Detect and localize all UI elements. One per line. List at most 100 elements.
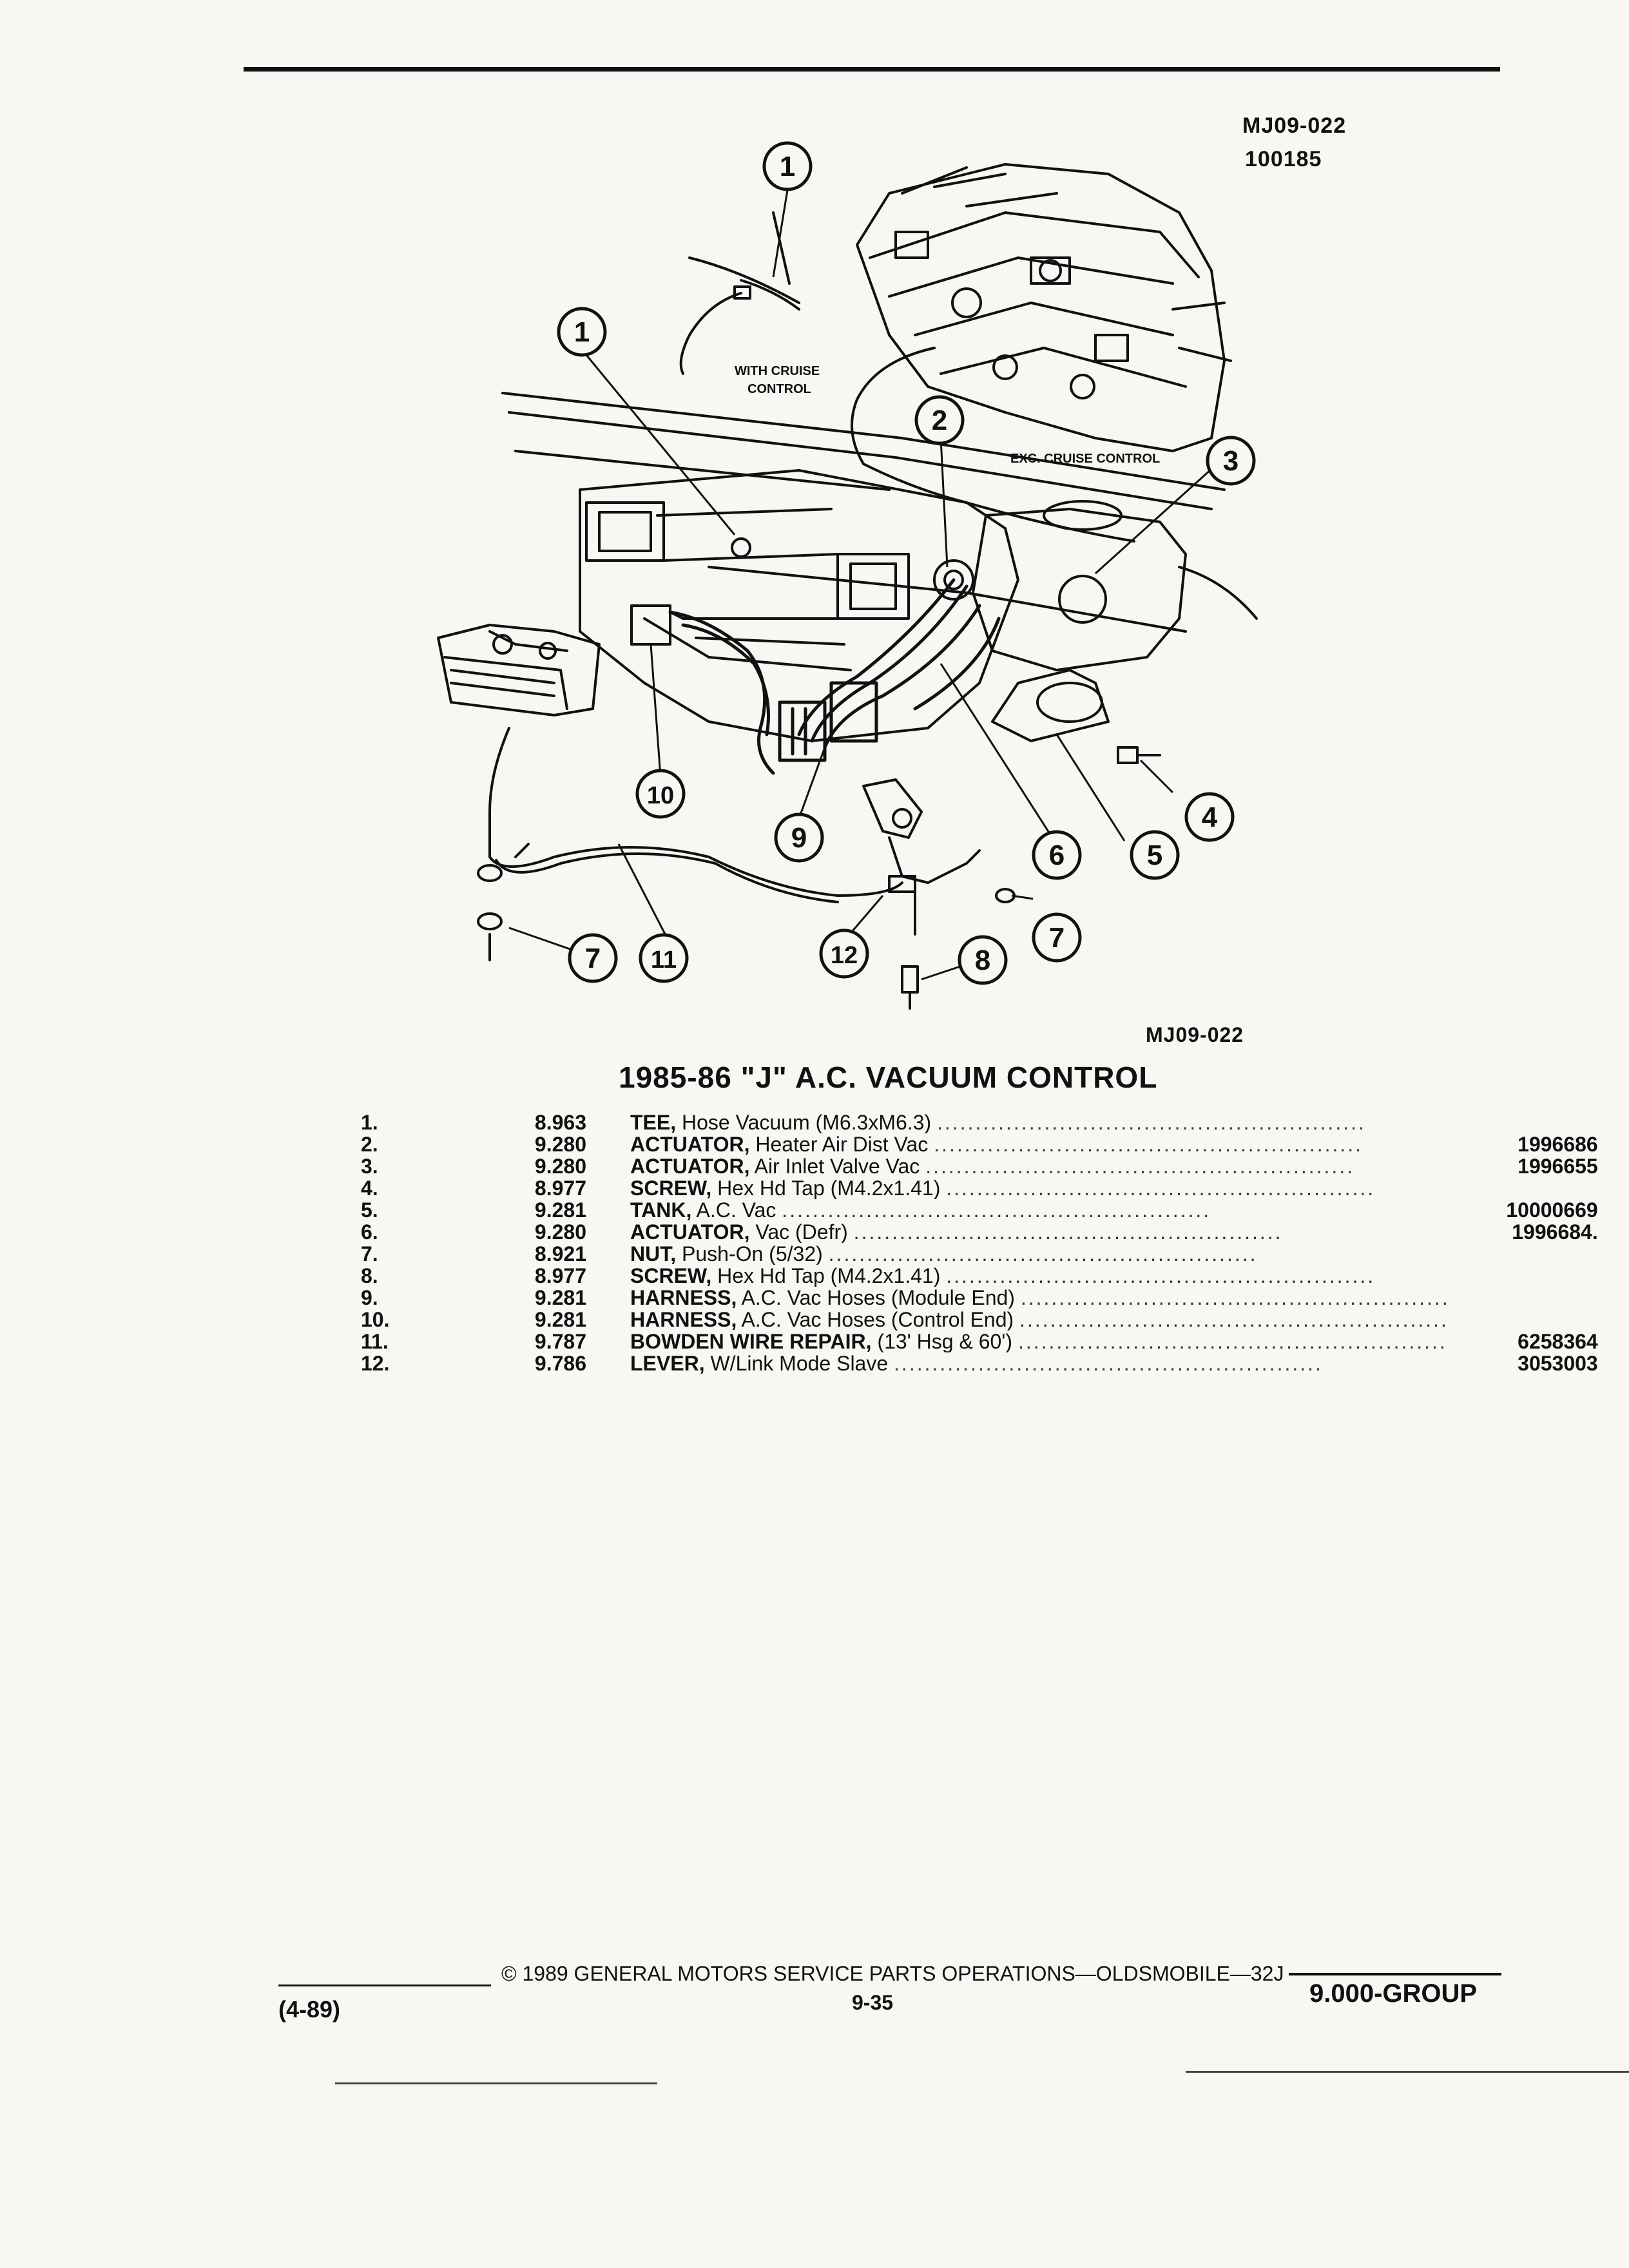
group-code: 9.280 bbox=[534, 1220, 586, 1244]
part-description: TEE, Hose Vacuum (M6.3xM6.3) ...........… bbox=[630, 1111, 1450, 1133]
callout-circles bbox=[557, 141, 1256, 985]
item-number: 9. bbox=[361, 1286, 378, 1309]
part-name: BOWDEN WIRE REPAIR, bbox=[630, 1331, 872, 1352]
item-number: 1. bbox=[361, 1111, 378, 1134]
item-number: 3. bbox=[361, 1155, 378, 1178]
part-number bbox=[1450, 1111, 1598, 1133]
callout-12: 12 bbox=[831, 942, 858, 969]
part-detail: A.C. Vac Hoses (Control End) bbox=[737, 1309, 1014, 1331]
item-number: 8. bbox=[361, 1264, 378, 1287]
part-number: 1996686 bbox=[1518, 1133, 1598, 1156]
table-row: 7. 8.921 NUT, Push-On (5/32) ...........… bbox=[361, 1243, 1598, 1265]
part-name: HARNESS, bbox=[630, 1287, 737, 1309]
group-code: 8.921 bbox=[534, 1242, 586, 1265]
callout-9: 9 bbox=[791, 822, 807, 854]
vacuum-tank bbox=[972, 500, 1258, 742]
part-name: ACTUATOR, bbox=[630, 1155, 750, 1177]
leader-dots: ........................................… bbox=[1017, 1331, 1447, 1352]
part-detail: Vac (Defr) bbox=[749, 1221, 848, 1243]
table-row: 9. 9.281 HARNESS, A.C. Vac Hoses (Module… bbox=[361, 1287, 1598, 1309]
revision-date: (4-89) bbox=[278, 1996, 341, 2023]
bowden-cable bbox=[477, 727, 903, 961]
part-detail: Heater Air Dist Vac bbox=[749, 1133, 929, 1155]
part-number bbox=[1450, 1243, 1598, 1265]
part-detail: (13' Hsg & 60') bbox=[871, 1331, 1013, 1352]
item-number: 7. bbox=[361, 1242, 378, 1265]
table-row: 3. 9.280 ACTUATOR, Air Inlet Valve Vac .… bbox=[361, 1155, 1598, 1177]
part-name: TANK, bbox=[630, 1199, 692, 1221]
part-detail: Push-On (5/32) bbox=[676, 1243, 823, 1265]
part-name: ACTUATOR, bbox=[630, 1221, 750, 1243]
exc-cruise-label: EXC. CRUISE CONTROL bbox=[1010, 452, 1160, 466]
group-code: 8.963 bbox=[534, 1111, 586, 1134]
callout-7a: 7 bbox=[1049, 922, 1065, 954]
table-row: 12. 9.786 LEVER, W/Link Mode Slave .....… bbox=[361, 1352, 1598, 1374]
table-row: 5. 9.281 TANK, A.C. Vac ................… bbox=[361, 1199, 1598, 1221]
callout-11: 11 bbox=[651, 947, 677, 974]
page-number: 9-35 bbox=[852, 1991, 894, 2014]
bottom-rule-left bbox=[335, 2082, 657, 2084]
part-description: NUT, Push-On (5/32) ....................… bbox=[630, 1243, 1450, 1265]
table-row: 10. 9.281 HARNESS, A.C. Vac Hoses (Contr… bbox=[361, 1309, 1598, 1331]
item-number: 2. bbox=[361, 1133, 378, 1156]
footer-rule-right bbox=[1289, 1973, 1501, 1975]
cruise-hose bbox=[679, 211, 1135, 543]
table-row: 2. 9.280 ACTUATOR, Heater Air Dist Vac .… bbox=[361, 1133, 1598, 1155]
group-code: 9.787 bbox=[534, 1330, 586, 1353]
part-name: SCREW, bbox=[630, 1177, 712, 1199]
footer-rule-left bbox=[278, 1984, 491, 1986]
callout-7b: 7 bbox=[585, 943, 601, 974]
part-description: HARNESS, A.C. Vac Hoses (Module End) ...… bbox=[630, 1287, 1450, 1309]
callout-5: 5 bbox=[1147, 840, 1162, 871]
vacuum-control-diagram: 1 1 2 3 4 5 6 7 7 8 9 10 11 12 WITH CRUI… bbox=[437, 141, 1258, 1010]
top-rule bbox=[244, 67, 1500, 72]
item-number: 5. bbox=[361, 1198, 378, 1222]
part-number: 1996684. bbox=[1512, 1220, 1598, 1244]
group-code: 9.280 bbox=[534, 1133, 586, 1156]
figure-number: 100185 bbox=[1245, 147, 1322, 171]
table-row: 11. 9.787 BOWDEN WIRE REPAIR, (13' Hsg &… bbox=[361, 1331, 1598, 1352]
callout-1b: 1 bbox=[574, 316, 590, 348]
part-detail: Hex Hd Tap (M4.2x1.41) bbox=[711, 1265, 941, 1287]
group-code: 8.977 bbox=[534, 1264, 586, 1287]
part-name: SCREW, bbox=[630, 1265, 712, 1287]
leader-dots: ........................................… bbox=[946, 1177, 1376, 1199]
figure-code: MJ09-022 bbox=[1242, 113, 1347, 138]
part-number bbox=[1450, 1287, 1598, 1309]
part-name: NUT, bbox=[630, 1243, 677, 1265]
table-row: 6. 9.280 ACTUATOR, Vac (Defr) ..........… bbox=[361, 1221, 1598, 1243]
part-description: ACTUATOR, Vac (Defr) ...................… bbox=[630, 1221, 1450, 1243]
callout-10: 10 bbox=[647, 782, 674, 809]
engine-illustration bbox=[856, 163, 1232, 452]
part-number bbox=[1450, 1265, 1598, 1287]
part-number: 1996655 bbox=[1518, 1155, 1598, 1178]
part-detail: Hex Hd Tap (M4.2x1.41) bbox=[711, 1177, 941, 1199]
leader-dots: ........................................… bbox=[934, 1133, 1364, 1155]
part-detail: Hose Vacuum (M6.3xM6.3) bbox=[676, 1111, 932, 1133]
leader-dots: ........................................… bbox=[894, 1352, 1323, 1374]
item-number: 12. bbox=[361, 1352, 390, 1375]
part-number bbox=[1450, 1309, 1598, 1331]
leader-dots: ........................................… bbox=[828, 1243, 1258, 1265]
part-detail: A.C. Vac bbox=[691, 1199, 776, 1221]
part-description: ACTUATOR, Air Inlet Valve Vac ..........… bbox=[630, 1155, 1450, 1177]
part-name: HARNESS, bbox=[630, 1309, 737, 1331]
callout-3: 3 bbox=[1223, 445, 1239, 477]
part-detail: W/Link Mode Slave bbox=[704, 1352, 889, 1374]
mode-lever bbox=[862, 778, 1016, 1010]
group-code: 9.280 bbox=[534, 1155, 586, 1178]
part-number bbox=[1450, 1177, 1598, 1199]
callout-6: 6 bbox=[1049, 840, 1065, 871]
leader-dots: ........................................… bbox=[853, 1221, 1283, 1243]
item-number: 11. bbox=[361, 1330, 389, 1353]
item-number: 6. bbox=[361, 1220, 378, 1244]
callout-4: 4 bbox=[1202, 802, 1218, 833]
table-row: 8. 8.977 SCREW, Hex Hd Tap (M4.2x1.41) .… bbox=[361, 1265, 1598, 1287]
part-name: ACTUATOR, bbox=[630, 1133, 750, 1155]
part-description: ACTUATOR, Heater Air Dist Vac ..........… bbox=[630, 1133, 1450, 1155]
leader-dots: ........................................… bbox=[1020, 1287, 1450, 1309]
table-row: 1. 8.963 TEE, Hose Vacuum (M6.3xM6.3) ..… bbox=[361, 1111, 1598, 1133]
vacuum-harness bbox=[668, 578, 1001, 775]
group-label: 9.000-GROUP bbox=[1309, 1979, 1478, 2008]
part-detail: A.C. Vac Hoses (Module End) bbox=[737, 1287, 1015, 1309]
